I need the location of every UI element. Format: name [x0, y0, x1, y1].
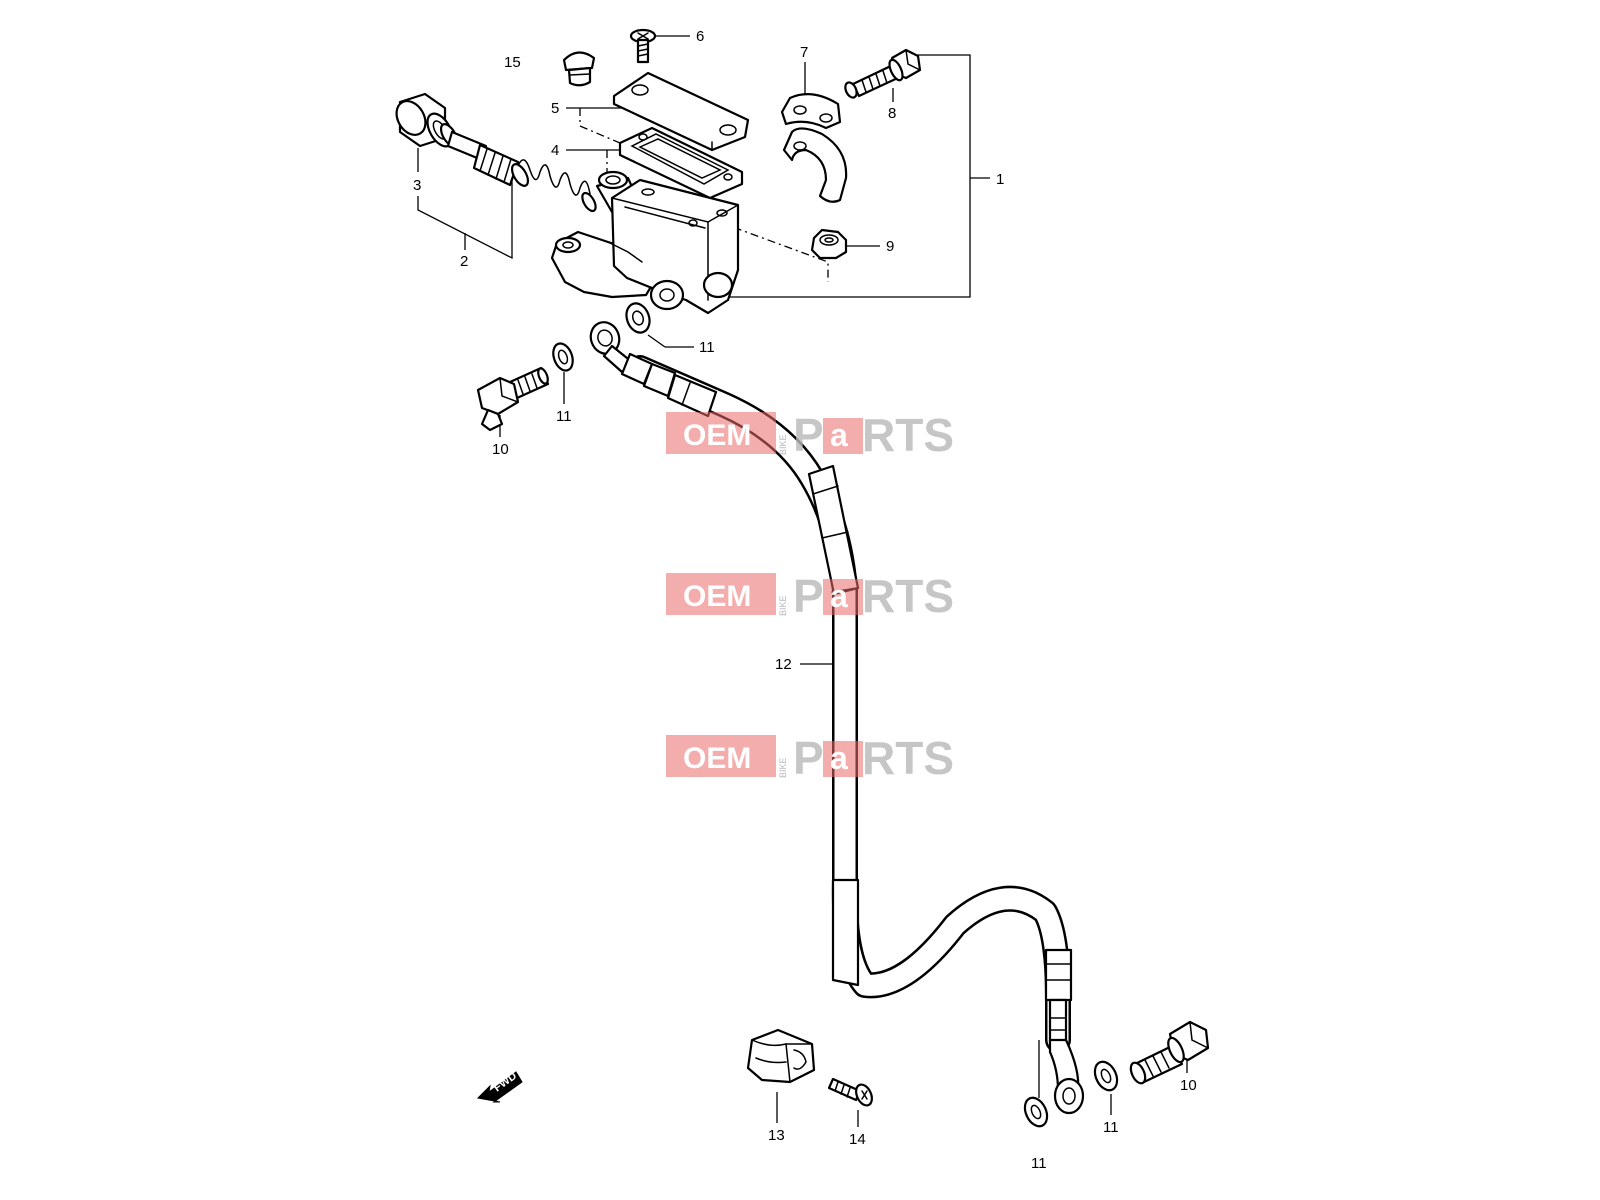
callout-7: 7 — [800, 44, 808, 61]
washer-11-top — [625, 302, 651, 334]
screw-14 — [827, 1077, 873, 1107]
callout-4: 4 — [551, 142, 559, 159]
svg-text:BIKE: BIKE — [778, 757, 788, 778]
master-cylinder-body — [550, 170, 740, 315]
piston-assembly — [395, 92, 597, 213]
bolt-8 — [844, 48, 922, 99]
svg-text:BIKE: BIKE — [778, 595, 788, 616]
svg-text:P: P — [793, 409, 824, 461]
callout-labels: 1 2 3 4 5 6 7 8 9 10 10 11 11 11 11 12 1… — [413, 28, 1197, 1172]
washer-11-bottom-left — [1023, 1096, 1049, 1128]
callout-8: 8 — [888, 105, 896, 122]
plug-15 — [562, 51, 596, 87]
callout-2: 2 — [460, 253, 468, 270]
brake-hose-12 — [589, 321, 1085, 1115]
callout-10-bottom: 10 — [1180, 1077, 1197, 1094]
watermark-2: OEM BIKE P a RTS — [666, 570, 954, 622]
callout-12: 12 — [775, 656, 792, 673]
svg-text:RTS: RTS — [862, 409, 954, 461]
leader-lines — [417, 35, 1188, 1127]
svg-text:RTS: RTS — [862, 570, 954, 622]
svg-text:BIKE: BIKE — [778, 434, 788, 455]
union-bolt-10-top — [476, 366, 550, 432]
callout-15: 15 — [504, 54, 521, 71]
callout-13: 13 — [768, 1127, 785, 1144]
washer-11-bottom-right — [1093, 1060, 1119, 1092]
svg-text:a: a — [830, 417, 848, 453]
callout-1: 1 — [996, 171, 1004, 188]
callout-11-bottom-left: 11 — [1031, 1155, 1047, 1172]
svg-text:RTS: RTS — [862, 732, 954, 784]
svg-text:OEM: OEM — [683, 580, 751, 613]
svg-text:P: P — [793, 732, 824, 784]
reservoir-cap — [612, 71, 750, 200]
callout-5: 5 — [551, 100, 559, 117]
callout-6: 6 — [696, 28, 704, 45]
washer-11-left — [552, 342, 574, 372]
cap-screw-6 — [629, 28, 657, 64]
callout-11-top: 11 — [699, 339, 715, 356]
svg-text:P: P — [793, 570, 824, 622]
svg-text:a: a — [830, 578, 848, 614]
forward-arrow-icon: FWD — [476, 1070, 523, 1103]
callout-11-bottom-right: 11 — [1103, 1119, 1119, 1136]
callout-10-top: 10 — [492, 441, 509, 458]
svg-text:OEM: OEM — [683, 742, 751, 775]
callout-9: 9 — [886, 238, 894, 255]
callout-14: 14 — [849, 1131, 866, 1148]
callout-3: 3 — [413, 177, 421, 194]
watermark-1: OEM BIKE P a RTS — [666, 409, 954, 461]
hose-clamp-13 — [746, 1028, 816, 1084]
svg-text:OEM: OEM — [683, 419, 751, 452]
union-bolt-10-bottom — [1129, 1020, 1210, 1085]
watermark-3: OEM BIKE P a RTS — [666, 732, 954, 784]
nut-9 — [810, 228, 848, 260]
svg-text:a: a — [830, 740, 848, 776]
callout-11-left: 11 — [556, 408, 572, 425]
clamp-7 — [780, 93, 848, 203]
